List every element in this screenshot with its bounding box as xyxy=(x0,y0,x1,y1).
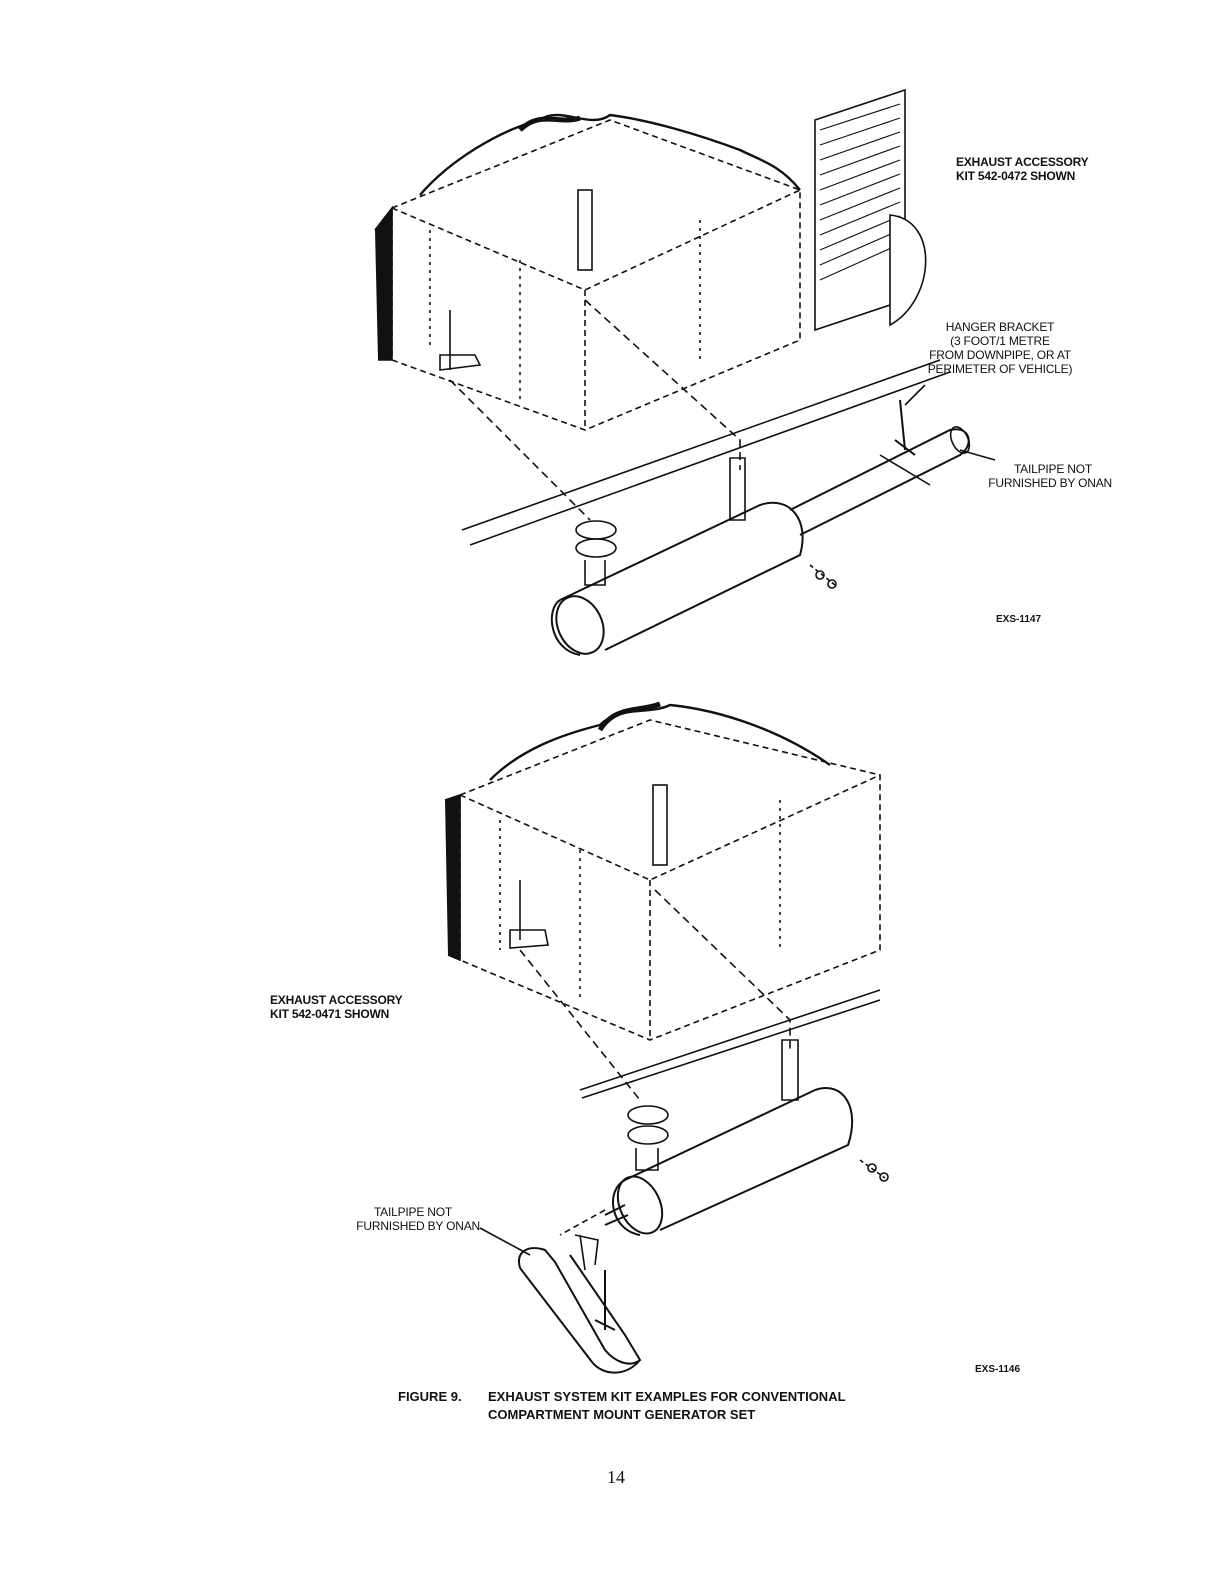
kit-label-top: EXHAUST ACCESSORY KIT 542-0472 SHOWN xyxy=(956,155,1089,183)
drawing-code-top: EXS-1147 xyxy=(996,614,1042,625)
tailpipe-bottom-line-1: TAILPIPE NOT xyxy=(373,1205,452,1219)
hanger-label-line-4: PERIMETER OF VEHICLE) xyxy=(927,362,1073,376)
hanger-label-line-3: FROM DOWNPIPE, OR AT xyxy=(929,348,1071,362)
hanger-label-line-2: (3 FOOT/1 METRE xyxy=(950,334,1050,348)
tailpipe-top-line-2: FURNISHED BY ONAN xyxy=(988,476,1112,490)
tailpipe-label-top: TAILPIPE NOT FURNISHED BY ONAN xyxy=(960,462,1112,490)
caption-line-1: EXHAUST SYSTEM KIT EXAMPLES FOR CONVENTI… xyxy=(488,1389,846,1404)
hanger-label-line-1: HANGER BRACKET xyxy=(945,320,1055,334)
drawing-code-bottom: EXS-1146 xyxy=(975,1364,1021,1375)
figure-caption: FIGURE 9. EXHAUST SYSTEM KIT EXAMPLES FOR… xyxy=(398,1388,846,1424)
caption-line-2: COMPARTMENT MOUNT GENERATOR SET xyxy=(488,1407,756,1422)
page-number: 14 xyxy=(607,1467,625,1487)
hanger-bracket-label: HANGER BRACKET (3 FOOT/1 METRE FROM DOWN… xyxy=(910,320,1090,376)
tailpipe-label-bottom: TAILPIPE NOT FURNISHED BY ONAN xyxy=(330,1205,480,1233)
kit-label-bottom-line-2: KIT 542-0471 SHOWN xyxy=(270,1007,390,1021)
tailpipe-top-line-1: TAILPIPE NOT xyxy=(1013,462,1092,476)
kit-label-bottom-line-1: EXHAUST ACCESSORY xyxy=(270,993,403,1007)
figure-number: FIGURE 9. xyxy=(398,1389,462,1404)
exhaust-kit-drawing-bottom xyxy=(444,701,889,1374)
kit-label-top-line-1: EXHAUST ACCESSORY xyxy=(956,155,1089,169)
kit-label-bottom: EXHAUST ACCESSORY KIT 542-0471 SHOWN xyxy=(270,993,403,1021)
tailpipe-bottom-line-2: FURNISHED BY ONAN xyxy=(356,1219,480,1233)
exhaust-kit-drawing-top xyxy=(374,88,996,656)
kit-label-top-line-2: KIT 542-0472 SHOWN xyxy=(956,169,1076,183)
